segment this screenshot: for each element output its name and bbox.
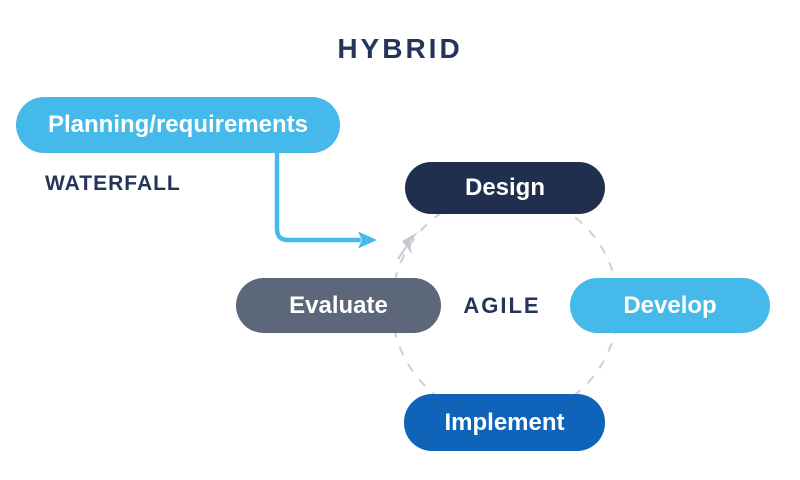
stage-box-evaluate: Evaluate <box>236 278 441 333</box>
stage-label-design: Design <box>464 174 545 201</box>
waterfall-label: WATERFALL <box>45 172 181 195</box>
stage-label-evaluate: Evaluate <box>289 291 388 319</box>
stage-box-design: Design <box>405 162 605 214</box>
stage-label-implement: Implement <box>444 408 565 436</box>
stage-box-planning-requirements: Planning/requirements <box>16 97 340 153</box>
stage-label-planning: Planning/requirements <box>47 111 309 138</box>
agile-label: AGILE <box>463 293 541 318</box>
page-title: HYBRID <box>337 33 463 64</box>
stage-box-develop: Develop <box>570 278 770 333</box>
stage-box-implement: Implement <box>404 394 605 451</box>
stage-label-develop: Develop <box>623 291 717 319</box>
